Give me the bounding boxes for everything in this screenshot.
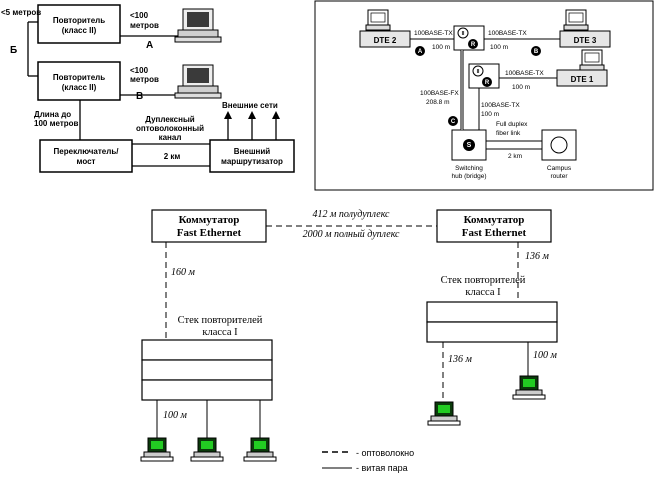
stack-left-1 (141, 339, 273, 361)
pc-icon-b (174, 64, 222, 99)
duplex-line1: Дуплексный (145, 115, 195, 124)
router-line1: Внешний (234, 147, 270, 156)
fx-len: 208.8 m (426, 99, 450, 106)
router-line2: маршрутизатор (221, 157, 283, 166)
switch-left-line1: Коммутатор (179, 214, 240, 226)
repeater-1-line2: (класс II) (62, 26, 97, 35)
left-vertical-length: 160 м (171, 267, 196, 278)
stack-left-line2: класса I (202, 327, 238, 338)
badge-a: A (418, 49, 423, 55)
length-line1: Длина до (34, 110, 71, 119)
label-b-side: Б (10, 45, 17, 56)
full-duplex-label: 2000 м полный дуплекс (303, 229, 400, 240)
pc-icon-left-3 (243, 437, 277, 462)
switch-bridge-line1: Переключатель/ (54, 147, 120, 156)
stack-left-line1: Стек повторителей (178, 315, 263, 326)
tx-right-label: 100BASE-TX (488, 30, 527, 37)
right-vertical-length: 136 м (525, 251, 550, 262)
dte2-monitor-icon (365, 9, 391, 31)
external-router-box (209, 139, 295, 173)
label-a: А (146, 40, 153, 51)
repeater-2-line1: Повторитель (53, 73, 105, 82)
badge-s: S (467, 142, 472, 149)
campus-line1: Campus (547, 165, 572, 172)
pc-icon-a (174, 8, 222, 43)
stack-left-2 (141, 359, 273, 381)
switching-hub-line2: hub (bridge) (451, 173, 486, 180)
top-left-diagram: <5 метров Повторитель (класс II) Повтори… (1, 4, 295, 173)
repeater-box-2 (37, 61, 121, 101)
dist-meters-b: метров (130, 75, 159, 84)
dist-meters-a: метров (130, 21, 159, 30)
switch-bridge-box (39, 139, 133, 173)
switch-right-line1: Коммутатор (464, 214, 525, 226)
tx-dte1-len: 100 m (512, 84, 530, 91)
dte3-monitor-icon (563, 9, 589, 31)
repeater-box-1 (37, 4, 121, 44)
dist-100-a: <100 (130, 11, 149, 20)
length-line2: 100 метров (34, 119, 79, 128)
switch-right-box (436, 209, 552, 243)
tx-left-len: 100 m (432, 44, 450, 51)
badge-c: C (451, 119, 456, 125)
two-km-label: 2 км (164, 152, 181, 161)
switching-hub-line1: Switching (455, 165, 483, 172)
repeater-1-line1: Повторитель (53, 16, 105, 25)
dte1-monitor-icon (579, 49, 605, 71)
badge-ii-mid: II (477, 69, 480, 75)
dte2-label: DTE 2 (374, 36, 397, 45)
pc-icon-left-1 (140, 437, 174, 462)
badge-ii-top: II (462, 31, 465, 37)
half-duplex-label: 412 м полудуплекс (313, 209, 390, 220)
dte1-label: DTE 1 (571, 75, 594, 84)
badge-b: B (534, 49, 539, 55)
stack-left-3 (141, 379, 273, 401)
right-pc-length-2: 100 м (533, 350, 558, 361)
left-pc-length: 100 м (163, 410, 188, 421)
legend-fiber-label: - оптоволокно (356, 448, 414, 458)
stack-right-2 (426, 321, 558, 343)
switch-right-line2: Fast Ethernet (462, 227, 527, 239)
dist-100-b: <100 (130, 66, 149, 75)
pc-icon-right-1 (427, 401, 461, 426)
tx-right-len: 100 m (490, 44, 508, 51)
stack-right-line2: класса I (465, 287, 501, 298)
stack-right-line1: Стек повторителей (441, 275, 526, 286)
full-duplex-line2: fiber link (496, 130, 521, 137)
full-duplex-line1: Full duplex (496, 121, 528, 128)
tx-down-label: 100BASE-TX (481, 102, 520, 109)
right-pc-length-1: 136 м (448, 354, 473, 365)
dist-top-label: <5 метров (1, 8, 41, 17)
fx-label: 100BASE-FX (420, 90, 459, 97)
switch-bridge-line2: мост (77, 157, 96, 166)
bottom-diagram: Коммутатор Fast Ethernet Коммутатор Fast… (140, 209, 558, 473)
duplex-line3: канал (159, 133, 182, 142)
dte3-label: DTE 3 (574, 36, 597, 45)
tx-dte1-label: 100BASE-TX (505, 70, 544, 77)
ext-networks-label: Внешние сети (222, 101, 278, 110)
switch-left-line2: Fast Ethernet (177, 227, 242, 239)
two-km-en: 2 km (508, 153, 522, 160)
repeater-2-line2: (класс II) (62, 83, 97, 92)
pc-icon-left-2 (190, 437, 224, 462)
badge-r-mid: R (485, 80, 490, 86)
stack-right-1 (426, 301, 558, 323)
pc-icon-right-2 (512, 375, 546, 400)
switch-left-box (151, 209, 267, 243)
top-right-diagram: II R II R S A B C DTE 2 DTE 3 DTE 1 100B… (314, 0, 654, 191)
label-v: В (136, 91, 143, 102)
tx-left-label: 100BASE-TX (414, 30, 453, 37)
duplex-line2: оптоволоконный (136, 124, 204, 133)
legend-twisted-label: - витая пара (356, 463, 408, 473)
campus-line2: router (551, 173, 569, 180)
tx-down-len: 100 m (481, 111, 499, 118)
badge-r-top: R (471, 42, 476, 48)
